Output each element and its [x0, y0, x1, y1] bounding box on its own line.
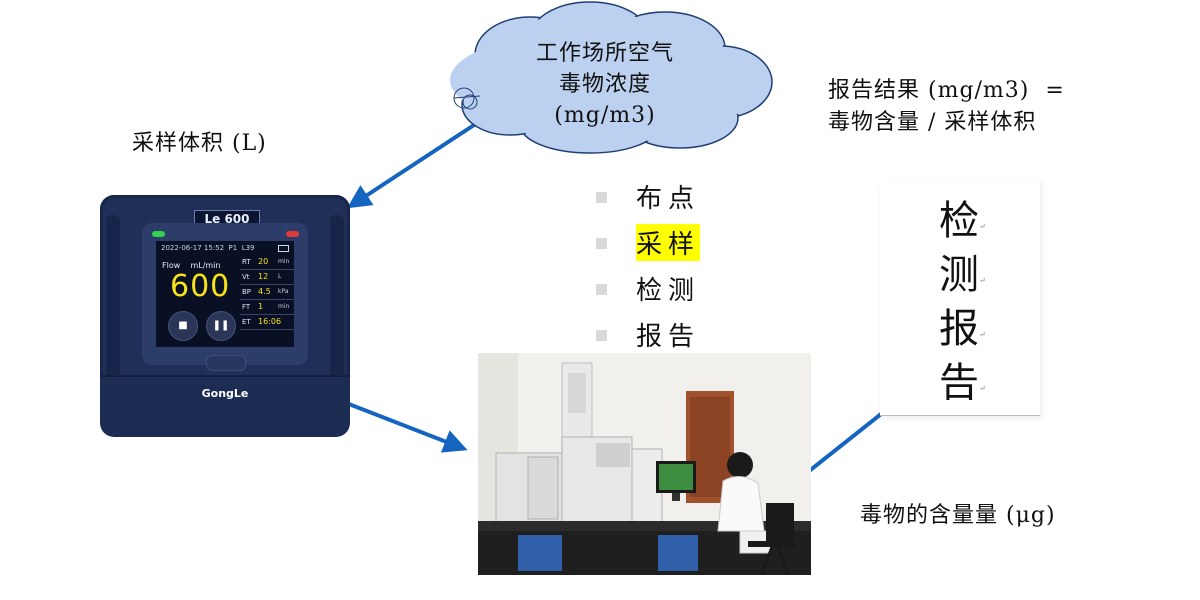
battery-icon: [278, 245, 289, 252]
param-row: FT 1 min: [240, 300, 294, 315]
air-sampler-device: Le 600 2022-06-17 15:52 P1 L39 Flow mL/m…: [100, 195, 350, 437]
param-value: 16:06: [258, 317, 282, 326]
laboratory-photo: [478, 353, 811, 575]
device-screen: 2022-06-17 15:52 P1 L39 Flow mL/min 600 …: [156, 241, 294, 347]
param-value: 20: [258, 257, 269, 266]
stop-button[interactable]: ■: [168, 311, 198, 341]
param-row: RT 20 min: [240, 255, 294, 270]
screen-datetime: 2022-06-17 15:52: [161, 244, 225, 252]
bullet-square-icon: [596, 238, 607, 249]
device-brand: GongLe: [201, 387, 249, 400]
screen-status-bar: 2022-06-17 15:52 P1 L39: [161, 244, 255, 252]
step-text: 检测: [636, 276, 701, 306]
flow-value: 600: [170, 269, 231, 304]
paragraph-mark-icon: ↵: [979, 330, 986, 339]
red-led-icon: [286, 231, 299, 237]
report-char: 测: [939, 252, 979, 298]
flow-label: Flow: [162, 261, 181, 270]
screen-l-label: L39: [241, 244, 255, 252]
step-text: 布点: [636, 184, 701, 214]
device-side-left: [106, 215, 120, 390]
cloud-line-1: 工作场所空气: [535, 41, 674, 66]
flow-unit: mL/min: [190, 261, 221, 270]
param-unit: min: [278, 303, 290, 310]
pause-button[interactable]: ❚❚: [206, 311, 236, 341]
cloud-line-2: 毒物浓度: [558, 72, 651, 97]
bullet-square-icon: [596, 192, 607, 203]
screen-flow-header: Flow mL/min: [162, 261, 220, 270]
param-row: ET 16:06: [240, 315, 294, 330]
param-key: ET: [242, 318, 251, 326]
toxicant-amount-label: 毒物的含量量 (μg): [860, 503, 1056, 528]
param-key: RT: [242, 258, 251, 266]
formula-line-1: 报告结果 (mg/m3) =: [828, 78, 1065, 103]
param-value: 12: [258, 272, 269, 281]
device-front-panel: [100, 375, 350, 437]
paragraph-mark-icon: ↵: [979, 384, 986, 393]
param-unit: L: [278, 273, 282, 280]
param-value: 4.5: [258, 287, 271, 296]
green-led-icon: [152, 231, 165, 237]
param-unit: min: [278, 258, 290, 265]
screen-p-label: P1: [228, 244, 238, 252]
cloud-callout: [450, 1, 773, 154]
device-handle: [206, 355, 246, 371]
bullet-square-icon: [596, 284, 607, 295]
report-char: 告: [939, 360, 979, 406]
step-text: 报告: [636, 322, 701, 352]
param-key: BP: [242, 288, 252, 296]
paragraph-mark-icon: ↵: [979, 276, 986, 285]
bullet-square-icon: [596, 330, 607, 341]
param-value: 1: [258, 302, 264, 311]
param-key: Vt: [242, 273, 250, 281]
formula-line-2: 毒物含量 / 采样体积: [828, 110, 1037, 135]
param-key: FT: [242, 303, 251, 311]
cloud-line-3: (mg/m3): [554, 103, 656, 128]
device-side-right: [330, 215, 344, 390]
param-unit: kPa: [278, 288, 289, 295]
sample-volume-label: 采样体积 (L): [132, 131, 267, 156]
report-char: 报: [939, 306, 979, 352]
report-card: 检 测 报 告 ↵ ↵ ↵ ↵: [880, 180, 1040, 416]
paragraph-mark-icon: ↵: [979, 222, 986, 231]
screen-param-table: RT 20 min Vt 12 L BP 4.5 kPa FT 1 min ET: [240, 255, 294, 330]
param-row: BP 4.5 kPa: [240, 285, 294, 300]
report-char: 检: [939, 198, 979, 244]
param-row: Vt 12 L: [240, 270, 294, 285]
step-text-highlighted: 采样: [636, 224, 701, 261]
